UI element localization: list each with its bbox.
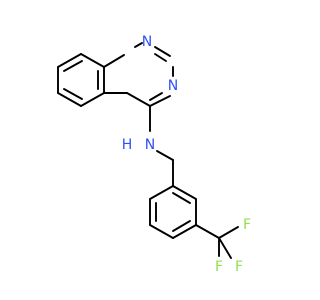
- bond: [172, 192, 191, 204]
- bond: [195, 224, 220, 239]
- bond: [218, 226, 239, 239]
- bond: [172, 220, 191, 232]
- atom-label-nh: N: [145, 137, 155, 153]
- bond: [172, 224, 197, 239]
- atom-label-n1: N: [142, 34, 152, 50]
- bond: [149, 185, 174, 200]
- molecule-structure: N N N H F F F: [57, 34, 251, 275]
- bond: [154, 46, 171, 57]
- atom-label-f2: F: [215, 259, 223, 275]
- bond: [103, 54, 125, 68]
- bond: [149, 92, 163, 101]
- bond: [218, 237, 232, 259]
- bond: [80, 53, 105, 68]
- bond: [126, 92, 151, 107]
- bond: [57, 53, 82, 68]
- bond: [156, 150, 174, 161]
- atom-label-f3: F: [235, 259, 243, 275]
- bond: [154, 53, 167, 62]
- bond: [134, 42, 143, 48]
- bond: [80, 92, 105, 107]
- atom-label-h: H: [122, 137, 133, 153]
- bond: [63, 60, 83, 72]
- atom-label-n3: N: [168, 78, 178, 94]
- bond: [149, 224, 174, 239]
- bond-lines: [57, 42, 239, 259]
- atom-label-f1: F: [243, 217, 251, 233]
- bond: [63, 88, 83, 100]
- bond: [172, 185, 197, 200]
- bond: [57, 92, 82, 107]
- bond: [149, 95, 171, 107]
- atom-labels: N N N H F F F: [122, 34, 251, 275]
